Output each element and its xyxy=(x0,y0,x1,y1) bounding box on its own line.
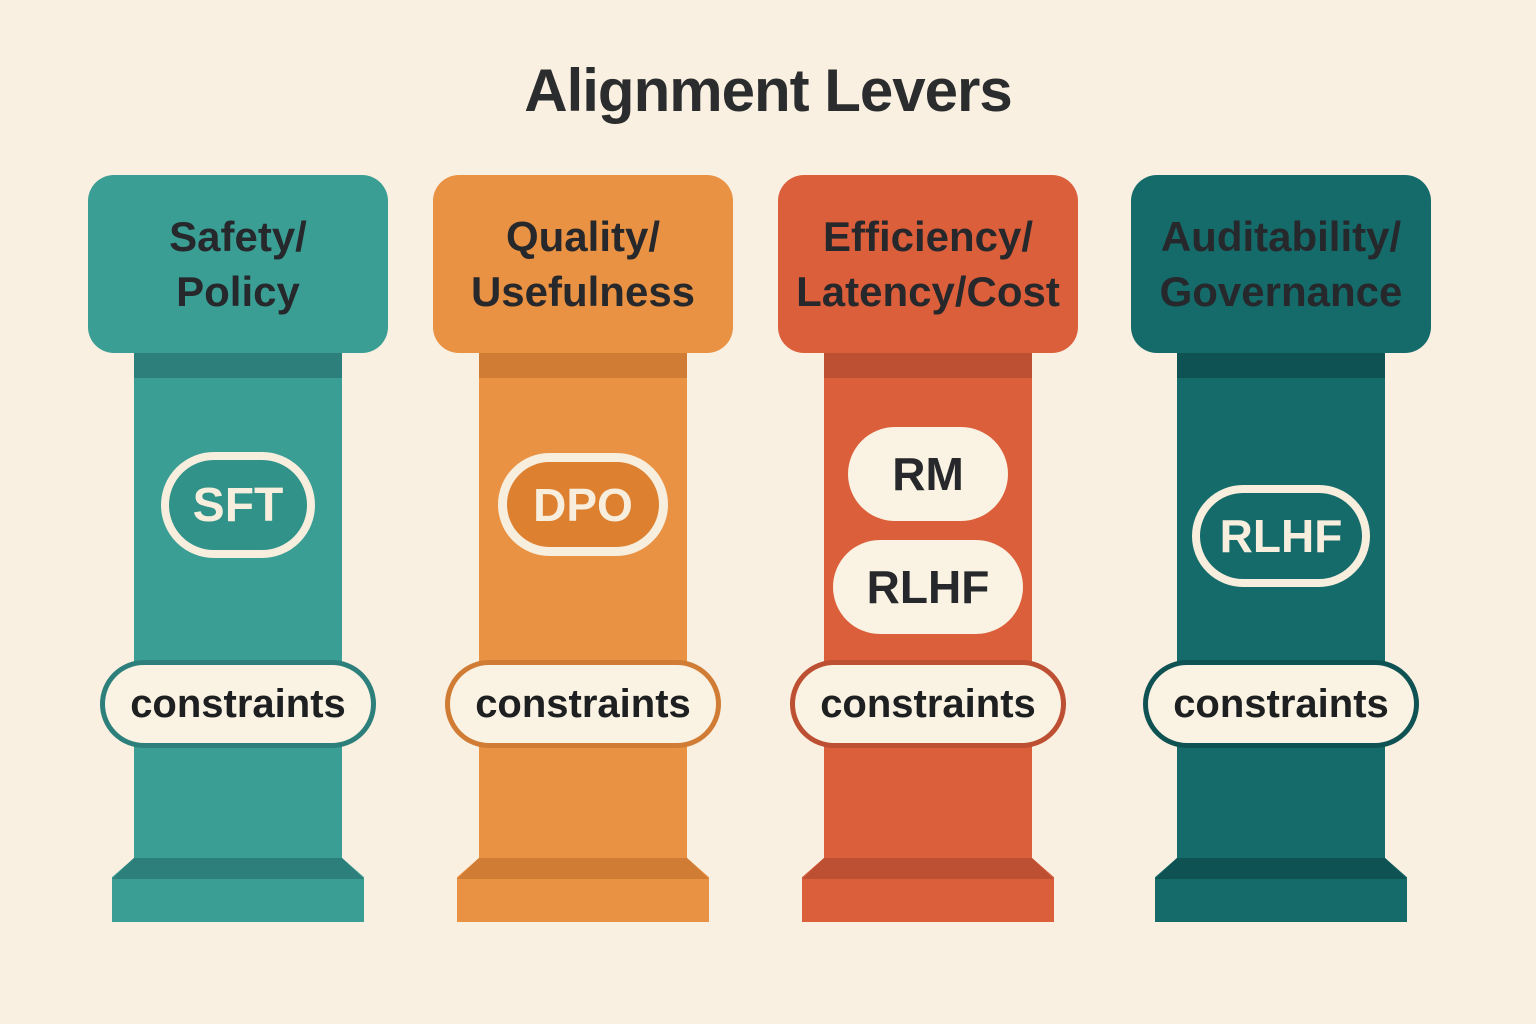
constraints-pill: constraints xyxy=(445,660,721,748)
header-line-2: Policy xyxy=(176,268,300,315)
pillar-base-slope xyxy=(457,858,709,879)
pillar-base-slope xyxy=(802,858,1054,879)
constraints-pill: constraints xyxy=(790,660,1066,748)
pillar-auditability-governance: Auditability/ Governance RLHF constraint… xyxy=(1126,175,1436,922)
badge-dpo: DPO xyxy=(498,453,668,556)
pillar-header-auditability-governance: Auditability/ Governance xyxy=(1131,175,1431,353)
pillar-shaft xyxy=(1177,353,1385,858)
pillar-quality-usefulness: Quality/ Usefulness DPO constraints xyxy=(428,175,738,922)
constraints-pill: constraints xyxy=(100,660,376,748)
pillar-base xyxy=(112,858,364,922)
badge-sft: SFT xyxy=(161,452,315,558)
badge-rm: RM xyxy=(848,427,1008,521)
pillar-base-slope xyxy=(1155,858,1407,879)
header-line-2: Latency/Cost xyxy=(796,268,1060,315)
pillar-base xyxy=(1155,858,1407,922)
header-line-2: Usefulness xyxy=(470,268,696,315)
pillar-base xyxy=(457,858,709,922)
constraints-label: constraints xyxy=(1173,681,1389,726)
pillar-shaft xyxy=(479,353,687,858)
badge-label: RM xyxy=(892,448,964,500)
header-line-1: Auditability/ xyxy=(1160,212,1402,260)
pillar-base xyxy=(802,858,1054,922)
pillar-efficiency-latency-cost: Efficiency/ Latency/Cost RM RLHF constra… xyxy=(773,175,1083,922)
constraints-label: constraints xyxy=(475,681,691,726)
pillar-safety-policy: Safety/ Policy SFT constraints xyxy=(83,175,393,922)
pillar-base-slope xyxy=(112,858,364,879)
header-line-1: Safety/ xyxy=(169,212,307,260)
pillar-header-safety-policy: Safety/ Policy xyxy=(88,175,388,353)
pillar-header-efficiency-latency-cost: Efficiency/ Latency/Cost xyxy=(778,175,1078,353)
badge-label: RLHF xyxy=(1219,510,1343,562)
header-line-1: Efficiency/ xyxy=(822,212,1034,260)
badge-label: SFT xyxy=(192,478,284,532)
badge-rlhf: RLHF xyxy=(833,540,1023,634)
header-line-2: Governance xyxy=(1159,268,1403,315)
badge-label: RLHF xyxy=(866,561,990,613)
constraints-pill: constraints xyxy=(1143,660,1419,748)
constraints-label: constraints xyxy=(820,681,1036,726)
badge-label: DPO xyxy=(533,478,633,531)
header-line-1: Quality/ xyxy=(505,212,661,260)
constraints-label: constraints xyxy=(130,681,346,726)
pillar-header-quality-usefulness: Quality/ Usefulness xyxy=(433,175,733,353)
pillar-shaft xyxy=(134,353,342,858)
page-title: Alignment Levers xyxy=(524,57,1012,124)
badge-rlhf: RLHF xyxy=(1192,485,1370,587)
